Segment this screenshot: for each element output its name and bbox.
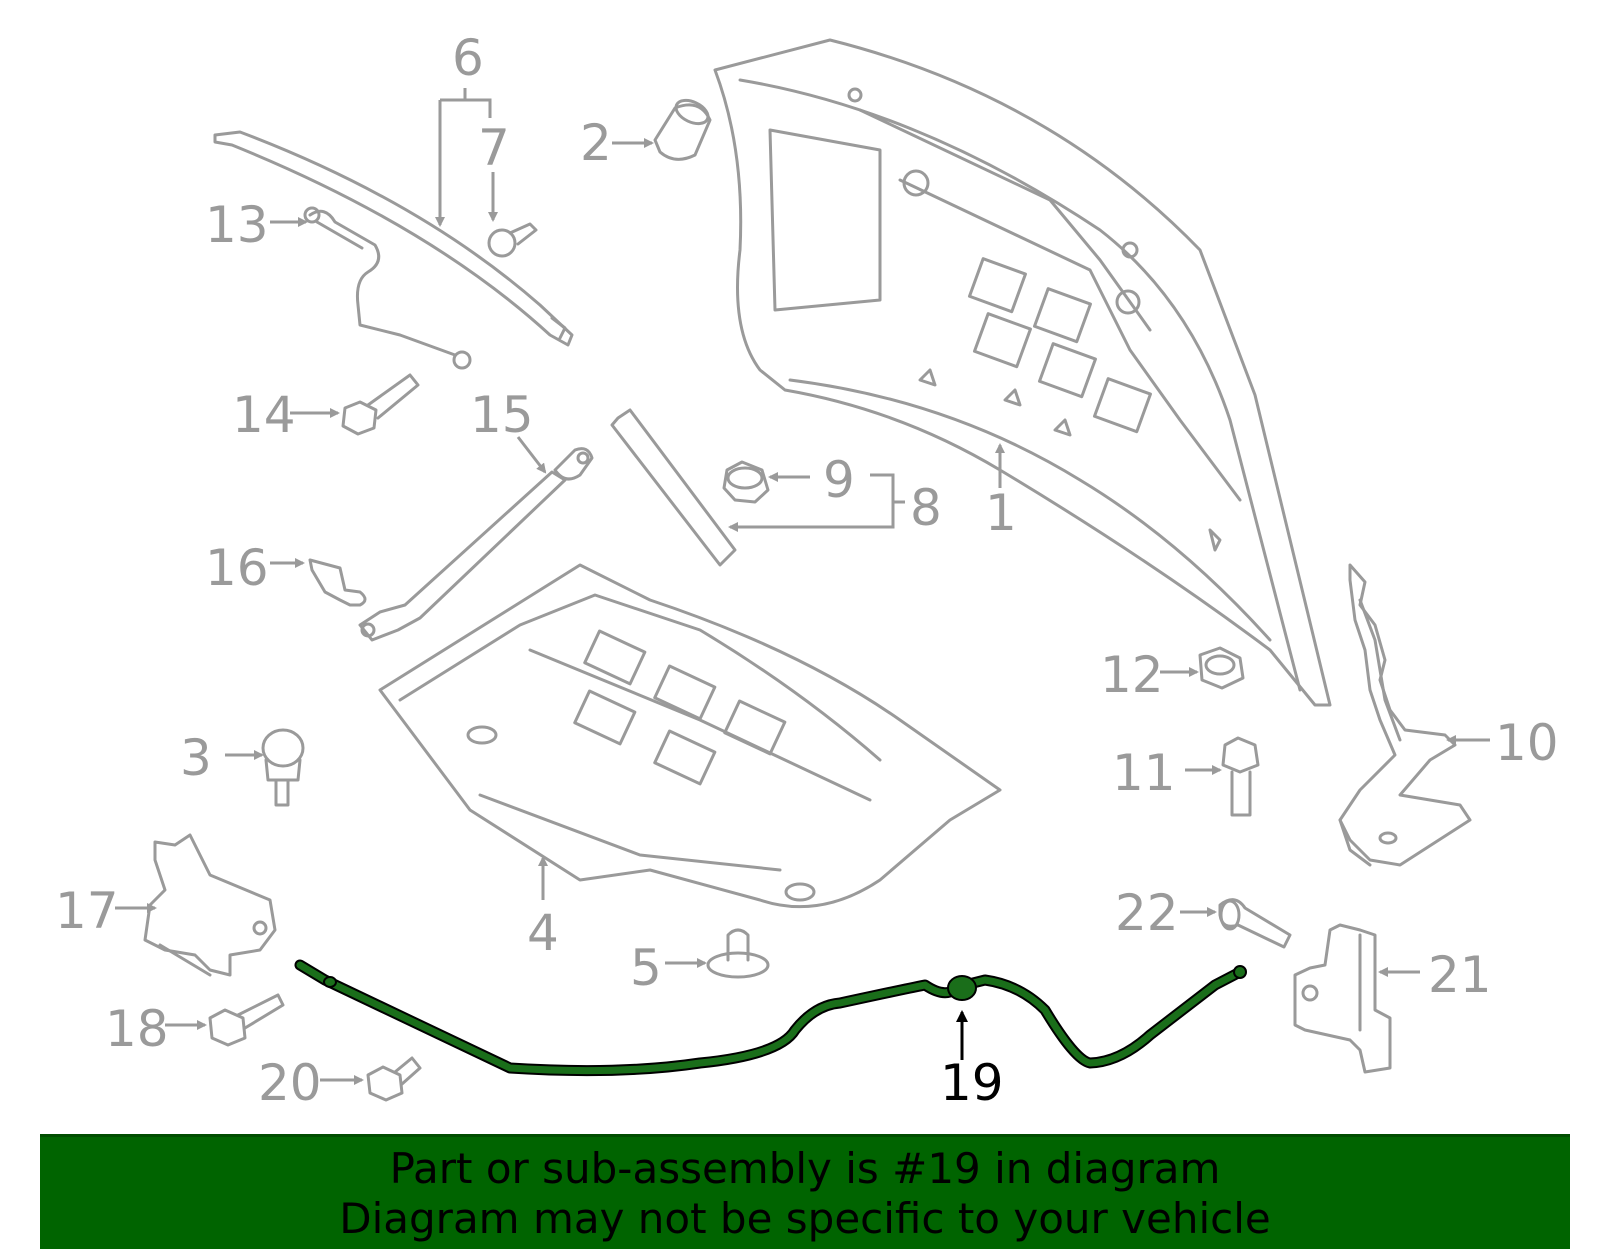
prop-rod-part-8 [610, 408, 737, 567]
callout-2: 2 [580, 114, 612, 172]
callout-19: 19 [940, 1054, 1004, 1112]
callout-4: 4 [527, 904, 559, 962]
insulator-part-4 [378, 563, 1002, 909]
callout-16: 16 [205, 539, 269, 597]
callout-20: 20 [258, 1054, 322, 1112]
gas-strut-part-15 [358, 447, 594, 642]
callout-18: 18 [105, 1000, 169, 1058]
push-pin-part-5 [706, 928, 770, 979]
bumper-stop-part-3 [261, 728, 305, 807]
stud-part-16 [308, 558, 367, 607]
adjuster-part-22 [1218, 898, 1292, 949]
bolt-part-11 [1221, 736, 1260, 817]
retainer-part-7 [487, 222, 538, 258]
callout-14: 14 [232, 386, 296, 444]
bumper-part-2 [653, 98, 712, 161]
bolt-part-20 [366, 1056, 422, 1102]
latch-part-17 [143, 833, 277, 977]
weatherstrip-part-6 [213, 130, 574, 347]
callout-13: 13 [205, 196, 269, 254]
banner-part-note: Part or sub-assembly is #19 in diagram [389, 1144, 1221, 1193]
banner-disclaimer: Diagram may not be specific to your vehi… [339, 1194, 1271, 1243]
info-banner: Part or sub-assembly is #19 in diagram D… [40, 1134, 1570, 1249]
nut-part-12 [1198, 646, 1245, 690]
grommet-part-9 [722, 460, 770, 504]
callout-17: 17 [55, 882, 119, 940]
callout-9: 9 [823, 451, 855, 509]
hinge-part-10 [1338, 563, 1472, 867]
callout-8: 8 [910, 479, 942, 537]
callout-22: 22 [1115, 884, 1179, 942]
callout-15: 15 [470, 386, 534, 444]
callout-6: 6 [452, 29, 484, 87]
striker-part-21 [1293, 923, 1392, 1074]
bolt-part-18 [208, 993, 285, 1047]
callout-5: 5 [630, 939, 662, 997]
callout-3: 3 [180, 729, 212, 787]
callout-12: 12 [1100, 646, 1164, 704]
callout-21: 21 [1428, 946, 1492, 1004]
release-cable-part-19 [294, 959, 1247, 1077]
callout-11: 11 [1112, 744, 1176, 802]
ground-strap-part-13 [303, 206, 472, 370]
callout-10: 10 [1495, 714, 1559, 772]
hood-part-1 [713, 38, 1332, 707]
bolt-part-14 [341, 373, 420, 436]
callout-7: 7 [478, 119, 510, 177]
callout-1: 1 [985, 484, 1017, 542]
